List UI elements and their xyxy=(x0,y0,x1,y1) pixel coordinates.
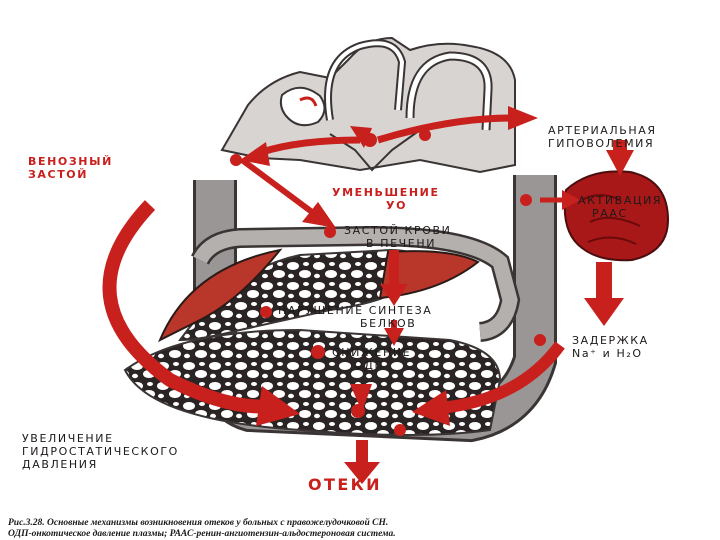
causal-arrows xyxy=(102,106,634,484)
figure-caption: Рис.3.28. Основные механизмы возникновен… xyxy=(8,518,396,539)
marker-dots xyxy=(230,129,546,436)
label-edema: ОТЕКИ xyxy=(308,475,382,494)
heart-illustration xyxy=(220,36,516,174)
